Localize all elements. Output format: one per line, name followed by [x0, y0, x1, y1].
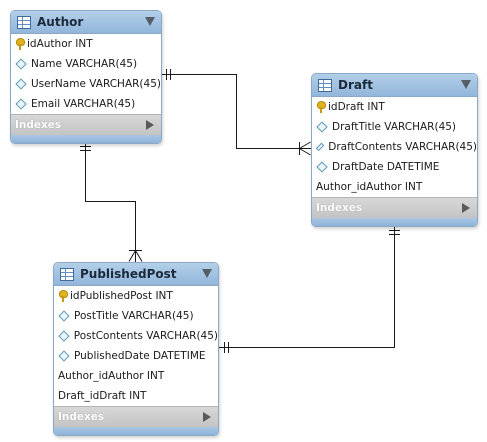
column-label: PublishedDate DATETIME — [74, 350, 206, 362]
collapse-arrow-icon[interactable] — [461, 80, 471, 89]
indexes-row-draft[interactable]: Indexes — [312, 197, 477, 218]
column-row[interactable]: Author_idAuthor INT — [312, 177, 477, 197]
column-label: idPublishedPost INT — [70, 290, 173, 302]
many-marker-publishedpost-side — [128, 250, 143, 262]
column-label: PostContents VARCHAR(45) — [73, 330, 218, 342]
table-draft[interactable]: Draft idDraft INT DraftTitle VARCHAR(45)… — [311, 73, 478, 227]
one-marker-author-side — [166, 69, 171, 80]
relationship-draft-publishedpost-line — [218, 224, 395, 348]
collapse-arrow-icon[interactable] — [145, 17, 155, 26]
column-label: Author_idAuthor INT — [58, 370, 165, 382]
column-label: idAuthor INT — [27, 38, 93, 50]
table-author[interactable]: Author idAuthor INT Name VARCHAR(45) Use… — [10, 10, 162, 144]
column-row[interactable]: DraftTitle VARCHAR(45) — [312, 117, 477, 137]
column-label: PostTitle VARCHAR(45) — [74, 310, 194, 322]
indexes-label: Indexes — [316, 202, 363, 214]
table-icon — [17, 15, 31, 29]
column-row[interactable]: idDraft INT — [312, 97, 477, 117]
indexes-row-author[interactable]: Indexes — [11, 114, 161, 135]
column-row[interactable]: DraftDate DATETIME — [312, 157, 477, 177]
primary-key-icon — [58, 290, 68, 302]
column-label: Email VARCHAR(45) — [31, 98, 136, 110]
column-row[interactable]: UserName VARCHAR(45) — [11, 74, 161, 94]
column-row[interactable]: idPublishedPost INT — [54, 286, 218, 306]
column-label: Draft_idDraft INT — [58, 390, 147, 402]
table-title-publishedpost: PublishedPost — [80, 267, 177, 281]
column-row[interactable]: Name VARCHAR(45) — [11, 54, 161, 74]
column-row[interactable]: PublishedDate DATETIME — [54, 346, 218, 366]
collapse-arrow-icon[interactable] — [202, 269, 212, 278]
table-header-publishedpost[interactable]: PublishedPost — [54, 263, 218, 286]
table-icon — [60, 267, 74, 281]
table-title-author: Author — [37, 15, 84, 29]
column-row[interactable]: PostTitle VARCHAR(45) — [54, 306, 218, 326]
table-icon — [318, 78, 332, 92]
column-row[interactable]: PostContents VARCHAR(45) — [54, 326, 218, 346]
column-label: idDraft INT — [328, 101, 385, 113]
attribute-diamond-icon — [15, 78, 27, 90]
table-footer — [54, 427, 218, 435]
primary-key-icon — [316, 101, 326, 113]
attribute-diamond-icon — [58, 330, 70, 342]
column-label: DraftDate DATETIME — [332, 161, 440, 173]
relationship-author-draft[interactable] — [160, 69, 312, 156]
one-marker-publishedpost-right — [224, 342, 229, 353]
expand-arrow-icon[interactable] — [203, 412, 211, 422]
relationship-author-publishedpost-line — [85, 141, 136, 262]
attribute-diamond-icon — [15, 98, 27, 110]
attribute-diamond-icon — [58, 310, 70, 322]
table-header-draft[interactable]: Draft — [312, 74, 477, 97]
primary-key-icon — [15, 38, 25, 50]
table-footer — [312, 218, 477, 226]
column-label: DraftContents VARCHAR(45) — [328, 141, 477, 153]
indexes-row-publishedpost[interactable]: Indexes — [54, 406, 218, 427]
table-title-draft: Draft — [338, 78, 373, 92]
table-header-author[interactable]: Author — [11, 11, 161, 34]
expand-arrow-icon[interactable] — [146, 120, 154, 130]
attribute-diamond-icon — [316, 161, 328, 173]
relationship-author-publishedpost[interactable] — [80, 141, 143, 262]
one-marker-author-bottom — [80, 146, 91, 151]
column-label: Author_idAuthor INT — [316, 181, 423, 193]
relationship-author-draft-line — [160, 74, 311, 149]
column-row[interactable]: Email VARCHAR(45) — [11, 94, 161, 114]
one-marker-draft-bottom — [389, 230, 400, 235]
column-row[interactable]: DraftContents VARCHAR(45) — [312, 137, 477, 157]
attribute-diamond-icon — [316, 121, 328, 133]
attribute-diamond-icon — [15, 58, 27, 70]
relationship-draft-publishedpost[interactable] — [218, 224, 400, 353]
column-row[interactable]: idAuthor INT — [11, 34, 161, 54]
column-row[interactable]: Author_idAuthor INT — [54, 366, 218, 386]
expand-arrow-icon[interactable] — [462, 203, 470, 213]
column-label: DraftTitle VARCHAR(45) — [332, 121, 457, 133]
indexes-label: Indexes — [58, 411, 105, 423]
attribute-diamond-icon — [315, 142, 325, 152]
column-label: Name VARCHAR(45) — [31, 58, 138, 70]
column-row[interactable]: Draft_idDraft INT — [54, 386, 218, 406]
indexes-label: Indexes — [15, 119, 62, 131]
table-footer — [11, 135, 161, 143]
table-publishedpost[interactable]: PublishedPost idPublishedPost INT PostTi… — [53, 262, 219, 436]
many-marker-draft-side — [299, 141, 311, 156]
column-label: UserName VARCHAR(45) — [31, 78, 161, 90]
attribute-diamond-icon — [58, 350, 70, 362]
